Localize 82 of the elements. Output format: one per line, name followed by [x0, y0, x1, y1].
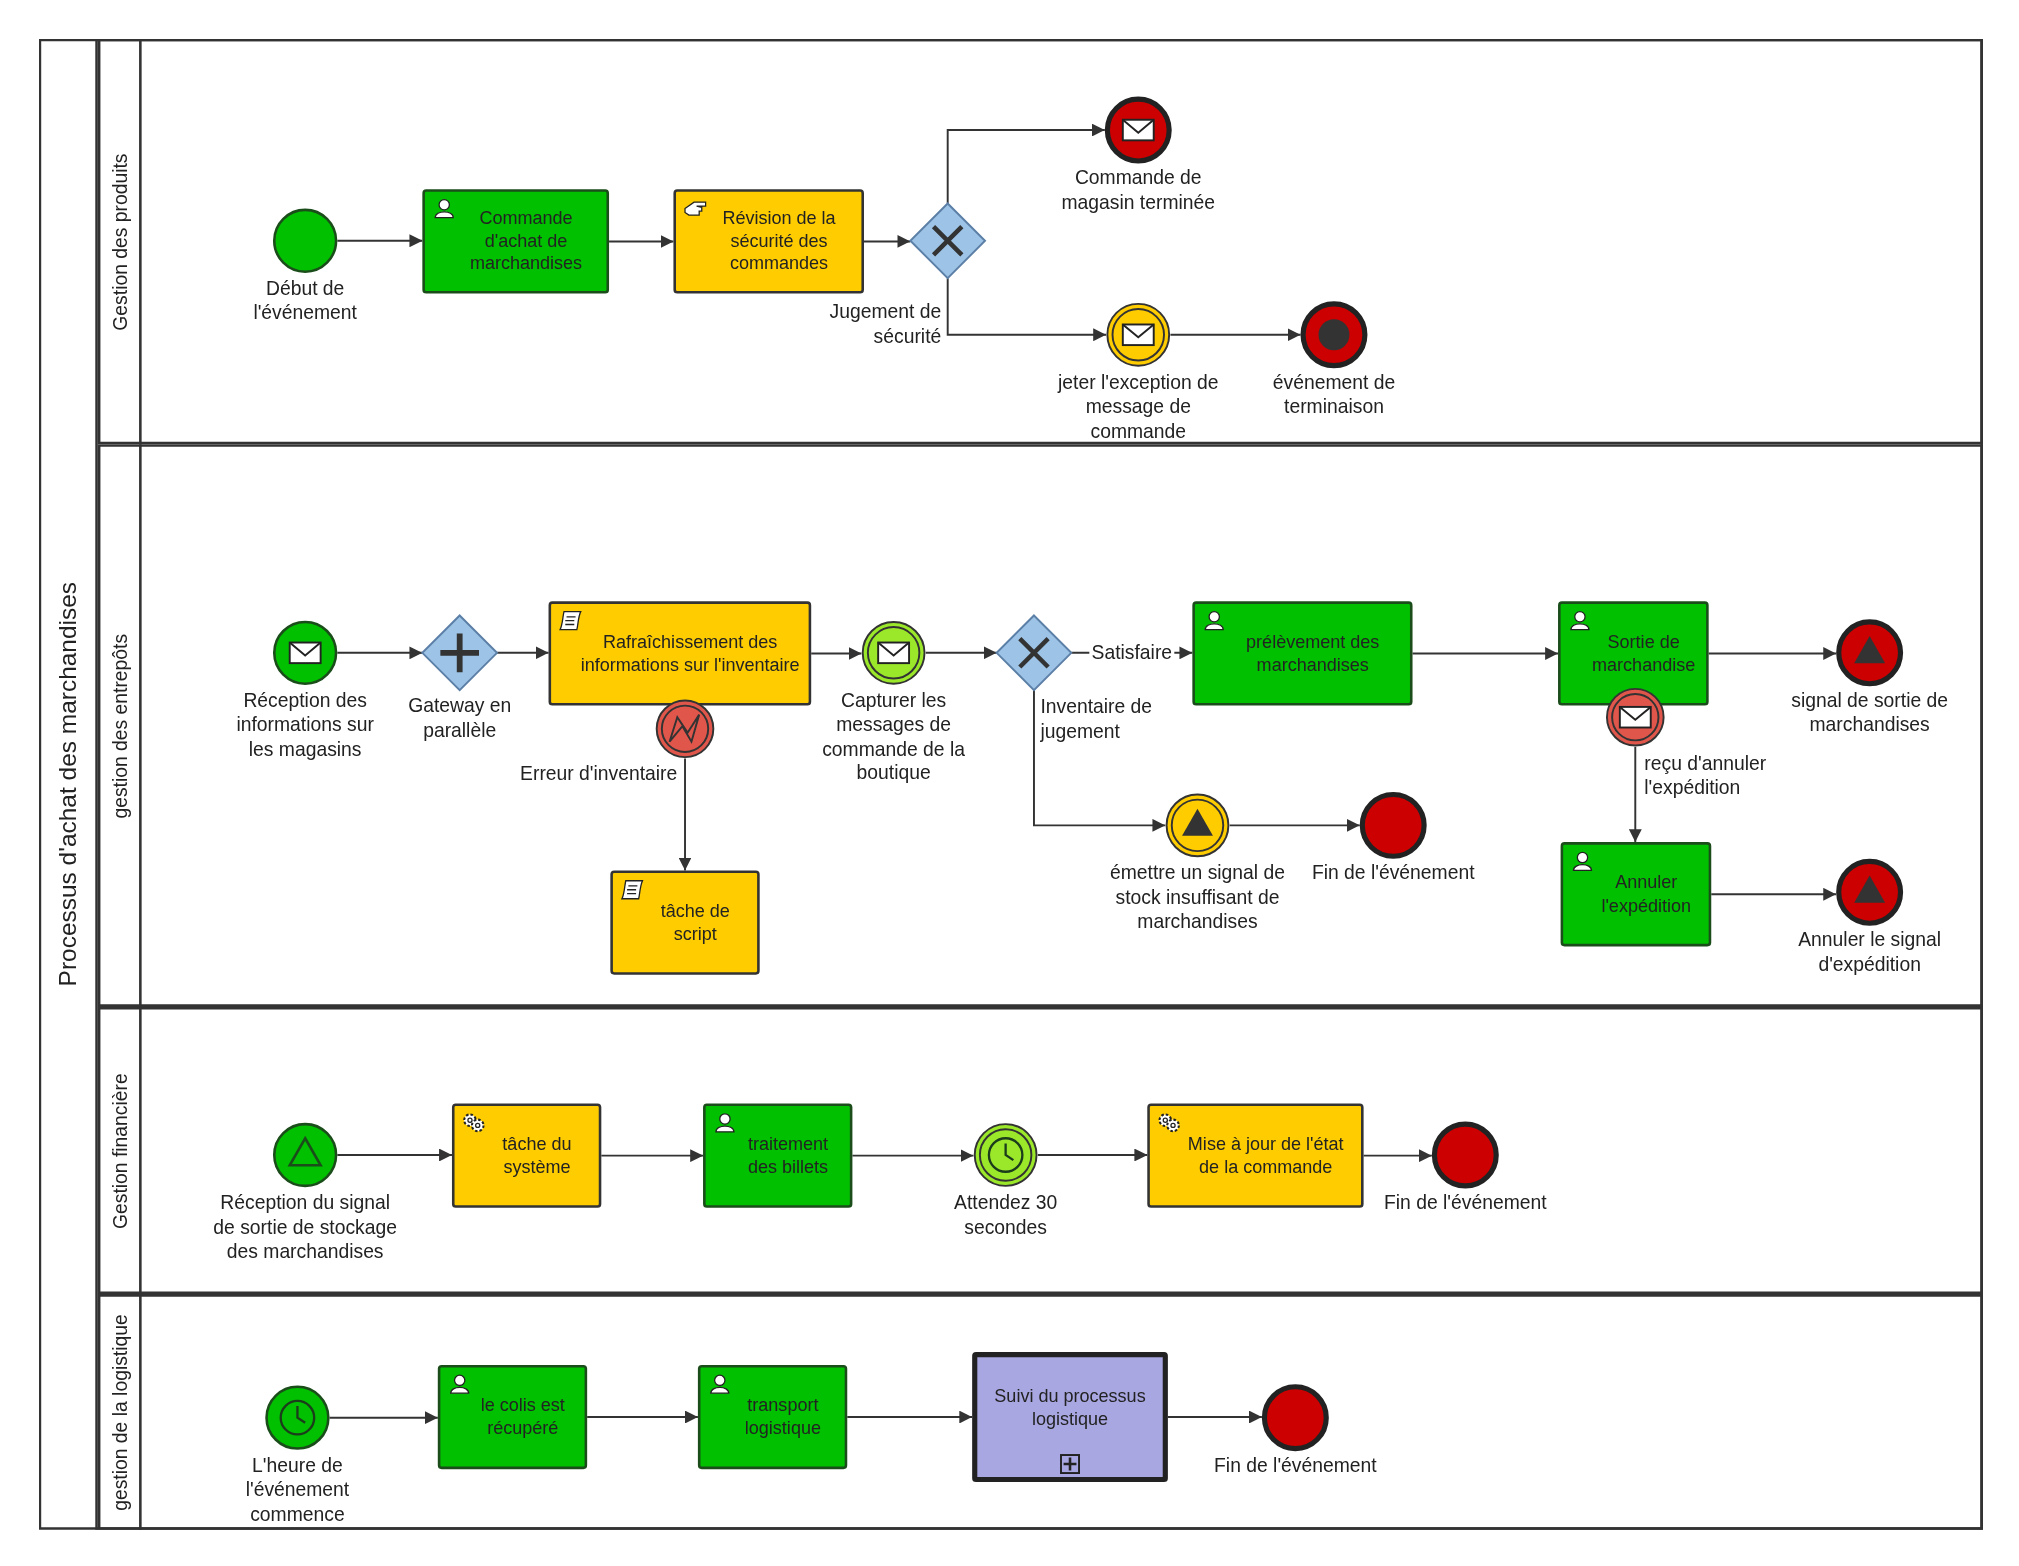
sequence-flow-arrow	[678, 757, 692, 872]
gateway-label: Jugement de sécurité	[828, 300, 942, 349]
gateway-label: Gateway en parallèle	[407, 694, 513, 743]
task-box	[548, 601, 812, 706]
sequence-flow-arrow	[1169, 328, 1302, 342]
event-label: Attendez 30 secondes	[953, 1191, 1059, 1240]
pool-frame	[38, 38, 1983, 1530]
swimlane	[97, 444, 1983, 1007]
sequence-flow-arrow	[1411, 647, 1559, 660]
sequence-flow-arrow	[1628, 745, 1642, 844]
event-label: reçu d'annuler l'expédition	[1644, 751, 1768, 800]
event-label: Fin de l'événement	[1310, 861, 1476, 886]
task-box	[1192, 601, 1413, 706]
sequence-flow-arrow	[863, 235, 912, 248]
task-box	[422, 189, 610, 294]
subprocess-box	[972, 1352, 1168, 1483]
task-box	[437, 1364, 588, 1470]
task-box	[1560, 842, 1712, 947]
lane-title: gestion de la logistique	[108, 1312, 131, 1513]
task-box	[673, 189, 864, 294]
sequence-flow-arrow	[946, 123, 1106, 205]
swimlane	[97, 38, 1983, 445]
sequence-flow-arrow	[600, 1149, 704, 1163]
task-label: Sortie de marchandise	[1591, 630, 1697, 676]
task-label: le colis est récupéré	[479, 1394, 566, 1440]
task-label: Rafraîchissement des informations sur l'inventaire	[579, 630, 801, 676]
task-label: Suivi du processus logistique	[993, 1385, 1147, 1431]
event-label: Début de l'événement	[252, 276, 358, 325]
task-box	[610, 870, 760, 975]
pool-title: Processus d'achat des marchandises	[54, 580, 83, 989]
task-box	[451, 1103, 602, 1208]
event-label: émettre un signal de stock insuffisant de marchandises	[1109, 861, 1286, 934]
sequence-flow-arrow	[1033, 689, 1167, 832]
event-label: Annuler le signal d'expédition	[1797, 928, 1943, 977]
sequence-flow-arrow	[336, 646, 424, 660]
task-label: traitement des billets	[746, 1133, 830, 1179]
sequence-flow-arrow	[851, 1149, 975, 1163]
sequence-flow-arrow	[1710, 887, 1838, 901]
task-label: Révision de la sécurité des commandes	[721, 207, 837, 276]
task-label: transport logistique	[743, 1394, 822, 1440]
sequence-flow-arrow	[1228, 818, 1361, 832]
sequence-flow-arrow	[328, 1411, 439, 1425]
task-label: tâche du système	[501, 1133, 573, 1179]
sequence-flow-arrow	[336, 1148, 453, 1162]
event-label: Fin de l'événement	[1213, 1453, 1378, 1478]
sequence-flow-arrow	[1362, 1149, 1433, 1163]
task-label: Annuler l'expédition	[1600, 871, 1693, 917]
task-label: prélèvement des marchandises	[1245, 630, 1381, 676]
sequence-flow-arrow	[810, 647, 863, 660]
event-label: Capturer les messages de commande de la boutique	[821, 688, 966, 786]
task-label: Commande d'achat de marchandises	[468, 207, 584, 276]
sequence-flow-arrow	[846, 1410, 974, 1424]
sequence-flow-arrow	[586, 1410, 699, 1424]
event-label: L'heure de l'événement commence	[244, 1453, 351, 1526]
task-box	[703, 1103, 853, 1208]
sequence-flow-arrow	[496, 646, 550, 660]
event-label: Erreur d'inventaire	[519, 762, 678, 787]
event-label: jeter l'exception de message de commande	[1056, 370, 1220, 443]
lane-title: Gestion financière	[108, 1071, 131, 1231]
lane-title: gestion des entrepôts	[108, 632, 131, 820]
lane-title: Gestion des produits	[108, 151, 131, 332]
sequence-flow-arrow	[1166, 1410, 1263, 1424]
sequence-flow-arrow	[1036, 1148, 1149, 1162]
event-label: événement de terminaison	[1271, 370, 1397, 419]
sequence-flow-arrow	[1707, 647, 1838, 660]
swimlane	[97, 1006, 1983, 1295]
sequence-flow-arrow	[336, 234, 424, 248]
sequence-flow-arrow	[946, 277, 1108, 342]
event-label: Fin de l'événement	[1383, 1191, 1548, 1215]
event-label: Réception du signal de sortie de stockage des marchandises	[212, 1191, 398, 1264]
gateway-label: Inventaire de jugement	[1040, 695, 1154, 744]
task-box	[697, 1364, 848, 1470]
event-label: signal de sortie de marchandises	[1790, 688, 1949, 737]
task-box	[1147, 1103, 1364, 1208]
sequence-flow-arrow	[608, 235, 675, 248]
event-label: Réception des informations sur les magasins	[235, 688, 375, 762]
sequence-flow-arrow	[924, 646, 998, 660]
event-label: Commande de magasin terminée	[1060, 166, 1216, 215]
task-label: Mise à jour de l'état de la commande	[1186, 1133, 1345, 1179]
task-box	[1558, 601, 1709, 706]
swimlane	[97, 1294, 1983, 1530]
task-label: tâche de script	[659, 900, 731, 946]
